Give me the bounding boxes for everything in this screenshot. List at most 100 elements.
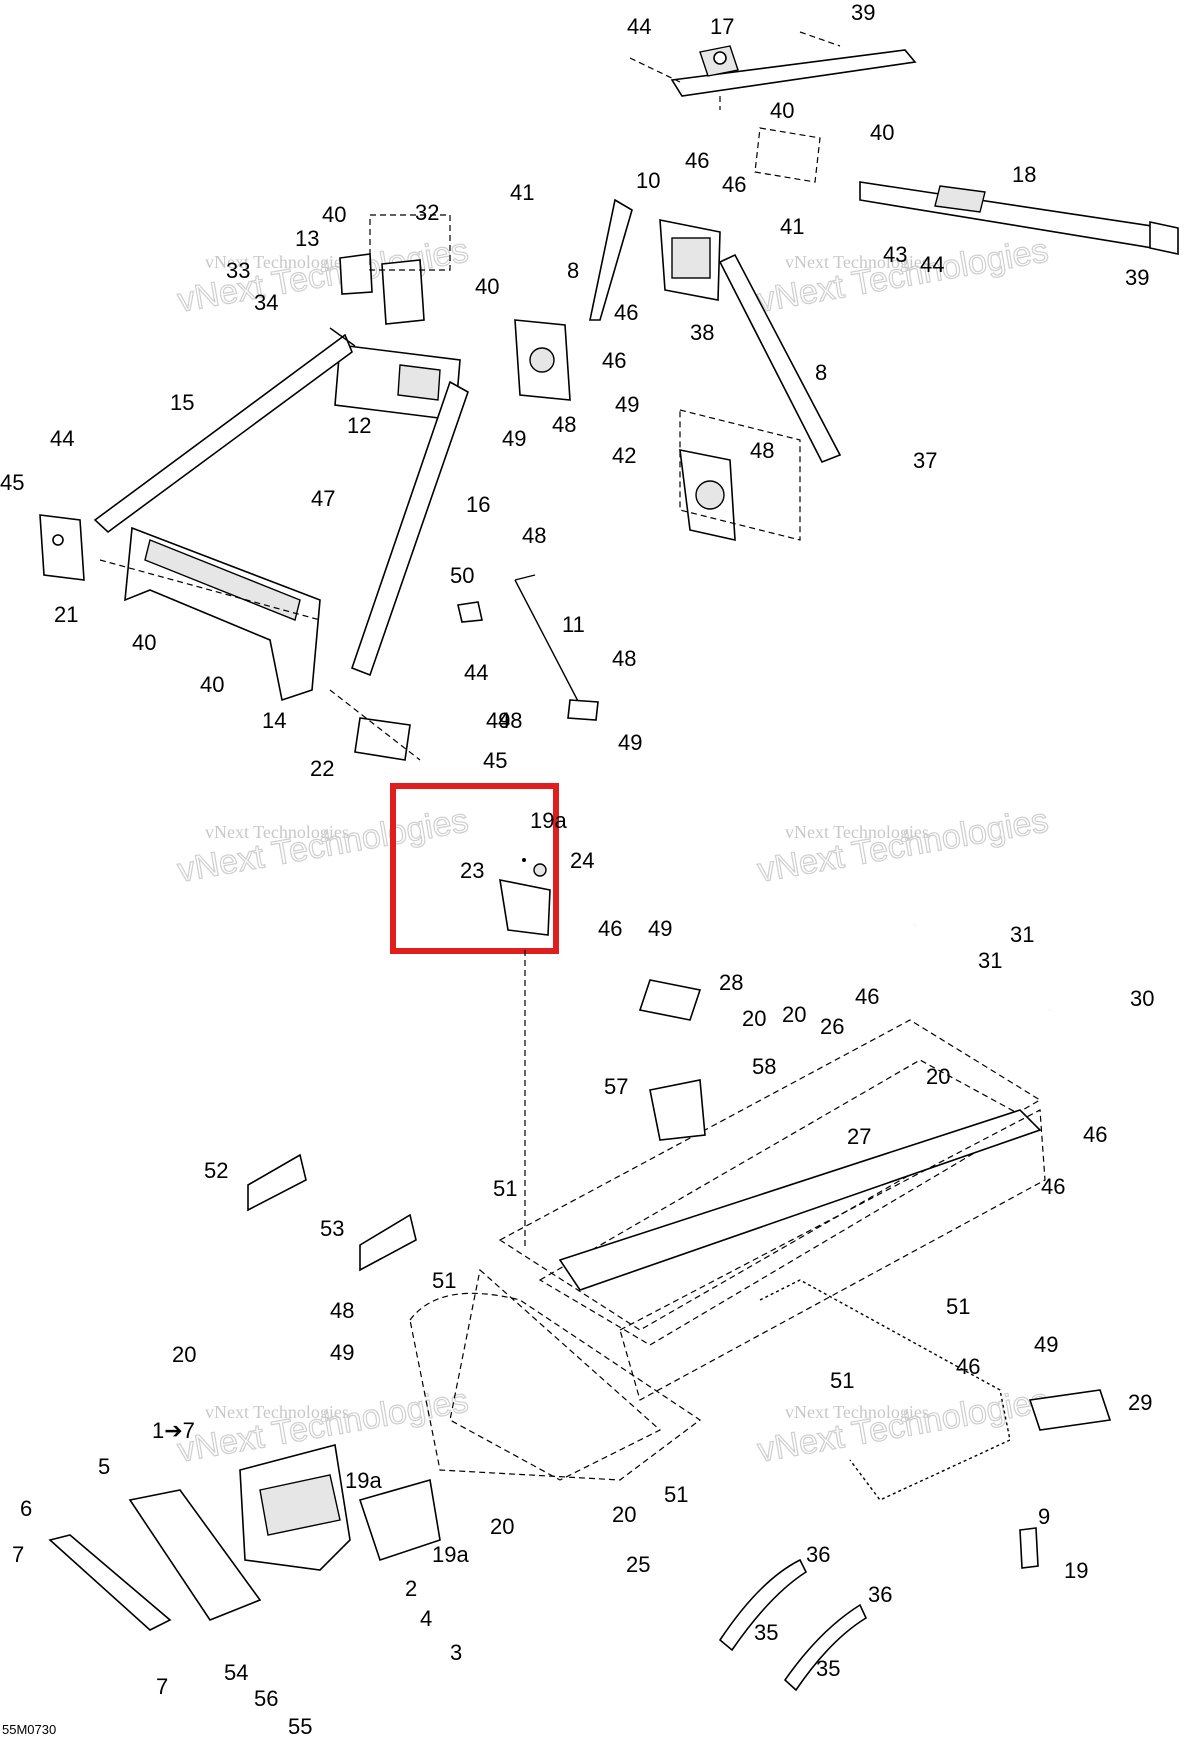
callout-label: 24 <box>570 848 594 873</box>
svg-text:vNext Technologies: vNext Technologies <box>175 801 471 890</box>
callout-label: 44 <box>464 660 488 685</box>
callout-label: 46 <box>956 1354 980 1379</box>
callout-label: 46 <box>1041 1174 1065 1199</box>
callout-label: 1➔7 <box>152 1418 195 1443</box>
callout-label: 41 <box>780 214 804 239</box>
callout-label: 8 <box>815 360 827 385</box>
callout-label: 54 <box>224 1660 248 1685</box>
callout-label: 20 <box>926 1064 950 1089</box>
callout-label: 20 <box>742 1006 766 1031</box>
callout-label: 48 <box>498 708 522 733</box>
callout-label: 40 <box>132 630 156 655</box>
callout-label: 12 <box>347 413 371 438</box>
callout-label: 35 <box>754 1620 778 1645</box>
part-35-slide-left <box>718 1558 808 1652</box>
callout-label: 13 <box>295 226 319 251</box>
callout-label: 40 <box>870 120 894 145</box>
part-57-bracket <box>649 1079 706 1141</box>
part-14-cross-member <box>99 526 321 702</box>
callout-label: 31 <box>1010 922 1034 947</box>
part-cam-housing-right <box>679 409 801 542</box>
part-22-bracket <box>329 689 421 761</box>
callout-label: 29 <box>1128 1390 1152 1415</box>
callout-label: 30 <box>1130 986 1154 1011</box>
svg-text:vNext Technologies: vNext Technologies <box>175 231 471 320</box>
svg-text:vNext Technologies: vNext Technologies <box>785 1402 929 1422</box>
callout-label: 46 <box>1083 1122 1107 1147</box>
svg-text:vNext Technologies: vNext Technologies <box>205 252 349 272</box>
callout-label: 51 <box>493 1176 517 1201</box>
callout-label: 44 <box>627 14 651 39</box>
part-23-bracket <box>499 858 551 936</box>
part-10-bracket <box>659 219 721 301</box>
callout-label: 38 <box>690 320 714 345</box>
callout-label: 52 <box>204 1158 228 1183</box>
callout-label: 49 <box>330 1340 354 1365</box>
callout-label: 49 <box>648 916 672 941</box>
svg-text:vNext Technologies: vNext Technologies <box>785 252 929 272</box>
callout-label: 48 <box>612 646 636 671</box>
callout-label: 49 <box>1034 1332 1058 1357</box>
callout-label: 8 <box>567 258 579 283</box>
callout-label: 49 <box>615 392 639 417</box>
callout-labels: 44 17 39 40 40 46 46 10 18 41 41 43 44 3… <box>0 0 1154 1739</box>
callout-label: 40 <box>770 98 794 123</box>
callout-label: 20 <box>782 1002 806 1027</box>
part-17-upper-bar <box>629 31 917 110</box>
callout-label: 14 <box>262 708 286 733</box>
svg-text:vNext Technologies: vNext Technologies <box>205 1402 349 1422</box>
callout-label: 19a <box>345 1468 382 1493</box>
callout-label: 7 <box>12 1542 24 1567</box>
part-18-rear-arm <box>754 127 1179 255</box>
callout-label: 36 <box>806 1542 830 1567</box>
callout-label: 19a <box>432 1542 469 1567</box>
part-12-bracket <box>334 344 461 421</box>
callout-label: 47 <box>311 486 335 511</box>
watermark-mid-left: vNext Technologies vNext Technologies <box>174 801 472 891</box>
part-cam-housing-left <box>514 319 571 401</box>
part-8-right-arm <box>718 253 842 464</box>
callout-label: 49 <box>502 426 526 451</box>
callout-label: 56 <box>254 1686 278 1711</box>
callout-label: 58 <box>752 1054 776 1079</box>
part-16-long-bar <box>350 380 469 677</box>
callout-label: 48 <box>330 1298 354 1323</box>
callout-label: 39 <box>851 0 875 25</box>
callout-label: 45 <box>483 748 507 773</box>
svg-text:vNext Technologies: vNext Technologies <box>755 1381 1051 1470</box>
part-front-assembly <box>239 1444 441 1571</box>
part-29-plate <box>1028 1389 1112 1431</box>
callout-label: 49 <box>618 730 642 755</box>
part-8-left-arm <box>589 198 633 321</box>
callout-label: 51 <box>830 1368 854 1393</box>
svg-text:vNext Technologies: vNext Technologies <box>785 822 929 842</box>
callout-label: 55 <box>288 1714 312 1739</box>
part-5-bracket <box>128 1489 262 1621</box>
callout-label: 46 <box>855 984 879 1009</box>
callout-label: 20 <box>172 1342 196 1367</box>
callout-label: 32 <box>415 200 439 225</box>
callout-label: 16 <box>466 492 490 517</box>
callout-label: 53 <box>320 1216 344 1241</box>
callout-label: 6 <box>20 1496 32 1521</box>
callout-label: 46 <box>722 172 746 197</box>
callout-label: 40 <box>322 202 346 227</box>
part-35-slide-right <box>783 1603 868 1692</box>
part-30-loop-handle <box>913 858 1127 1013</box>
callout-label: 49 <box>486 708 510 733</box>
diagram-code: 55M0730 <box>2 1722 57 1737</box>
part-15-long-bar <box>93 327 356 534</box>
callout-label: 19a <box>530 808 567 833</box>
callout-label: 25 <box>626 1552 650 1577</box>
callout-label: 15 <box>170 390 194 415</box>
callout-label: 22 <box>310 756 334 781</box>
callout-label: 27 <box>847 1124 871 1149</box>
callout-label: 40 <box>475 274 499 299</box>
callout-label: 40 <box>200 672 224 697</box>
part-13-plate <box>339 214 451 325</box>
part-11-rod <box>457 574 599 721</box>
callout-label: 26 <box>820 1014 844 1039</box>
callout-label: 9 <box>1038 1504 1050 1529</box>
callout-label: 19 <box>1064 1558 1088 1583</box>
